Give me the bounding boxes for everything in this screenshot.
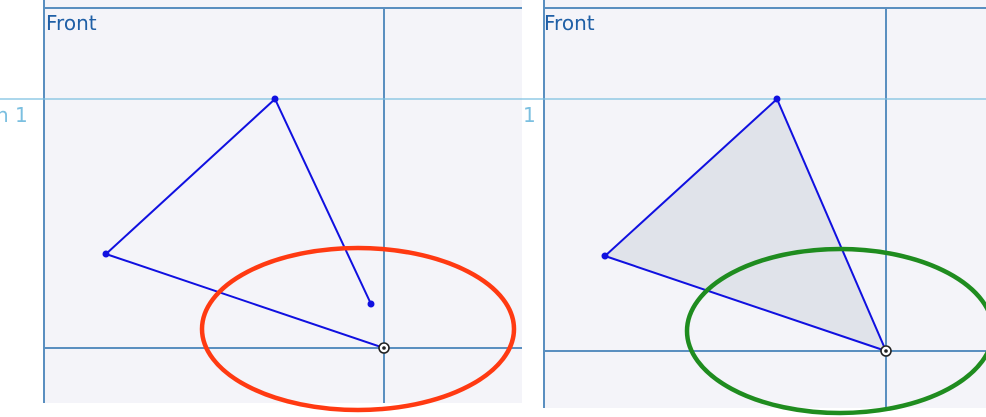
left-annotation-ellipse xyxy=(199,245,517,413)
left-sketch-canvas[interactable] xyxy=(0,0,522,413)
right-sketch-point[interactable] xyxy=(773,95,781,103)
right-margin xyxy=(522,0,544,408)
right-sketch-line[interactable] xyxy=(604,98,778,257)
right-annotation-ellipse xyxy=(684,246,986,416)
right-dimension-label: 1 xyxy=(523,103,536,127)
right-viewport[interactable]: Front 1 xyxy=(522,0,986,416)
right-origin-dot xyxy=(884,349,888,353)
left-sketch-point[interactable] xyxy=(271,95,279,103)
right-sketch-canvas[interactable] xyxy=(522,0,986,416)
left-viewport[interactable]: Front h 1 xyxy=(0,0,522,413)
left-dimension-label: h 1 xyxy=(0,103,28,127)
left-view-label: Front xyxy=(46,11,97,35)
right-view-label: Front xyxy=(544,11,595,35)
right-sketch-region[interactable] xyxy=(605,99,886,351)
right-sketch-line[interactable] xyxy=(776,98,887,352)
right-sketch-point[interactable] xyxy=(601,252,609,260)
left-sketch-line[interactable] xyxy=(274,98,372,305)
left-sketch-line[interactable] xyxy=(105,98,276,255)
left-origin-dot xyxy=(382,346,386,350)
left-margin xyxy=(0,0,44,403)
left-sketch-point[interactable] xyxy=(102,250,110,258)
left-sketch-point-open-end[interactable] xyxy=(367,300,375,308)
right-sketch-line[interactable] xyxy=(604,255,887,352)
left-sketch-line[interactable] xyxy=(105,253,385,349)
